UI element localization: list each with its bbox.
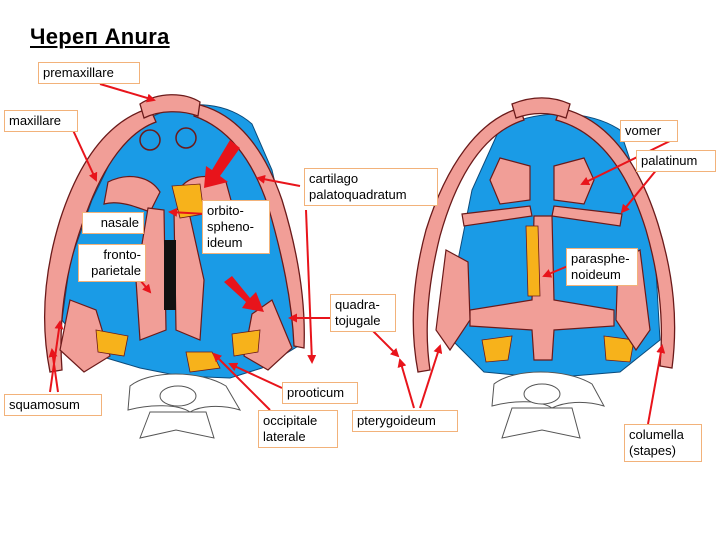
left-occipital [185,351,221,373]
label-parasphenoideum: parasphe- noideum [566,248,638,286]
left-maxillary-arch-right [193,103,305,349]
right-skull [412,97,676,379]
left-vertebra [127,373,242,439]
left-squamosal-l [59,299,111,373]
label-squamosum: squamosum [4,394,102,416]
left-skull [43,94,305,379]
block-arrow-upper [204,140,240,188]
right-vomer-l [489,157,531,205]
right-maxillary-arch-r [555,107,676,369]
label-frontoparietale: fronto- parietale [78,244,146,282]
right-maxillary-arch-l [412,107,525,373]
right-premaxilla [511,97,571,119]
right-pterygoid-l [435,249,471,352]
right-prootic-l [481,335,513,363]
left-nasal-coil-l [139,129,161,151]
left-fontanelle [164,240,176,310]
right-vomer-r [553,157,595,205]
left-prootic-l [95,329,129,357]
right-palatine-l [461,205,533,227]
label-premaxillare: premaxillare [38,62,140,84]
right-vertebra [491,371,606,439]
label-orbitosphenoideum: orbito- spheno- ideum [202,200,270,254]
label-occipitale-laterale: occipitale laterale [258,410,338,448]
label-quadratojugale: quadra- tojugale [330,294,396,332]
page-title: Череп Anura [30,24,170,49]
label-prooticum: prooticum [282,382,358,404]
label-vomer: vomer [620,120,678,142]
label-nasale: nasale [82,212,144,234]
label-cartilago-palatoquadratum: cartilago palatoquadratum [304,168,438,206]
pointer-arrows [48,83,673,425]
label-columella-stapes: columella (stapes) [624,424,702,462]
block-arrow-lower [224,276,264,312]
right-prootic-r [603,335,635,363]
label-pterygoideum: pterygoideum [352,410,458,432]
left-nasal-coil-r [175,127,197,149]
right-sphenethmoid [525,225,541,297]
label-palatinum: palatinum [636,150,716,172]
left-prootic-r [231,329,261,357]
label-maxillare: maxillare [4,110,78,132]
